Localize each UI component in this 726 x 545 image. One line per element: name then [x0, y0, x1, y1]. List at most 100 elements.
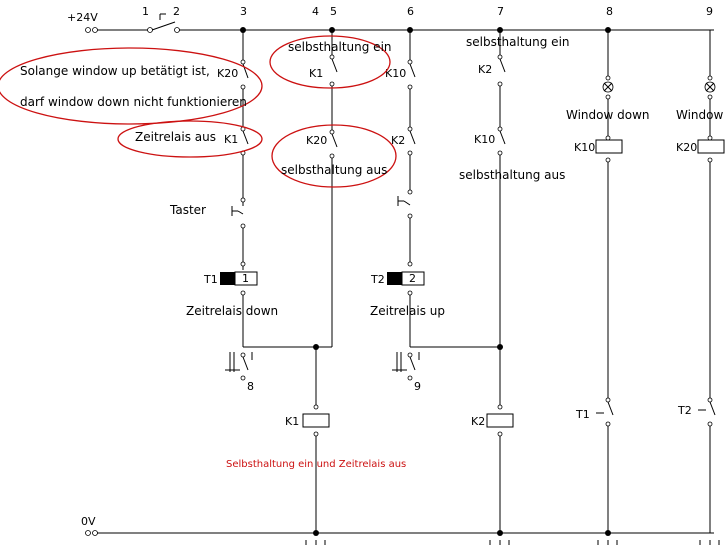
- terminal: [313, 404, 319, 410]
- coil-k1-label: K1: [285, 415, 299, 428]
- contact-k1-col3: [242, 130, 249, 145]
- terminal: [605, 135, 611, 141]
- node: [605, 530, 611, 536]
- pushbutton-col6: [403, 200, 411, 206]
- supply-terminal: [85, 27, 91, 33]
- terminal: [313, 431, 319, 437]
- node: [497, 344, 503, 350]
- note-bottom-red: Selbsthaltung ein und Zeitrelais aus: [226, 459, 406, 470]
- timer-t1-number: 1: [242, 272, 249, 285]
- contact-label-t2: T2: [677, 404, 692, 417]
- column-label-4: 4: [312, 5, 319, 18]
- contact-label-k10-col6: K10: [385, 67, 406, 80]
- contact-label-k2-col6: K2: [391, 134, 405, 147]
- contact-k20-col5: [331, 133, 338, 148]
- contact-t2-col9: [709, 401, 716, 416]
- timer-t2-number: 2: [409, 272, 416, 285]
- terminal: [407, 352, 413, 358]
- timer-t2-caption: Zeitrelais up: [370, 304, 445, 318]
- terminal: [407, 59, 413, 65]
- terminal: [497, 431, 503, 437]
- ground-terminal-2: [92, 530, 98, 536]
- supply-terminal-2: [92, 27, 98, 33]
- coil-k1: [302, 413, 330, 428]
- node: [497, 530, 503, 536]
- taster-contact: [237, 210, 244, 215]
- terminal: [329, 153, 335, 159]
- column-label-1: 1: [142, 5, 149, 18]
- coil-k2-label: K2: [471, 415, 485, 428]
- column-label-3: 3: [240, 5, 247, 18]
- terminal: [707, 157, 713, 163]
- terminal: [497, 54, 503, 60]
- terminal: [605, 421, 611, 427]
- note-solange-line2: darf window down nicht funktionieren: [20, 95, 247, 109]
- contact-label-k1: K1: [224, 133, 238, 146]
- terminal: [240, 352, 246, 358]
- contact-label-k10-col7: K10: [474, 133, 495, 146]
- terminal: [329, 81, 335, 87]
- terminal: [407, 84, 413, 90]
- coil-k20-label: K20: [676, 141, 697, 154]
- contact-k1-col5: [331, 58, 338, 73]
- terminal: [407, 189, 413, 195]
- terminal: [707, 421, 713, 427]
- switch-terminal-2: [174, 27, 180, 33]
- switch-terminal-1: [147, 27, 153, 33]
- terminal: [240, 59, 246, 65]
- timer-t2-body: [387, 272, 402, 285]
- timer-t2-coil: [401, 271, 425, 286]
- contact-label-k20: K20: [217, 67, 238, 80]
- terminal: [707, 397, 713, 403]
- lamp-cross-2: [705, 82, 715, 92]
- terminal: [407, 213, 413, 219]
- contact-t1-col8: [607, 401, 614, 416]
- terminal: [240, 223, 246, 229]
- terminal: [240, 197, 246, 203]
- note-zeitrelais-aus: Zeitrelais aus: [135, 130, 216, 144]
- supply-plus-label: +24V: [67, 11, 98, 24]
- terminal: [407, 290, 413, 296]
- terminal: [240, 84, 246, 90]
- timer-t1-body: [220, 272, 235, 285]
- timer-t1-coil: [234, 271, 258, 286]
- note-selbsthaltung-aus-a: selbsthaltung aus: [281, 163, 387, 177]
- lamp-cross-2: [603, 82, 613, 92]
- terminal: [707, 135, 713, 141]
- contact-label-k20-col5: K20: [306, 134, 327, 147]
- terminal: [407, 261, 413, 267]
- note-selbsthaltung-aus-b: selbsthaltung aus: [459, 168, 565, 182]
- terminal: [240, 375, 246, 381]
- terminal: [407, 375, 413, 381]
- contact-label-k2-col7: K2: [478, 63, 492, 76]
- terminal: [497, 81, 503, 87]
- coil-k10: [595, 139, 623, 154]
- terminal: [497, 126, 503, 132]
- terminal: [605, 157, 611, 163]
- ground-terminal: [85, 530, 91, 536]
- taster-label: Taster: [169, 203, 206, 217]
- terminal: [240, 261, 246, 267]
- timer-t1-label: T1: [203, 273, 218, 286]
- note-solange-line1: Solange window up betätigt ist,: [20, 64, 210, 78]
- terminal: [407, 126, 413, 132]
- contact-k10-col7: [499, 130, 506, 145]
- timed-contact-8: [242, 356, 249, 371]
- contact-label-t1: T1: [575, 408, 590, 421]
- annotation-ellipse-selbsthaltung-aus: [271, 124, 397, 188]
- coil-k10-label: K10: [574, 141, 595, 154]
- terminal: [707, 94, 713, 100]
- terminal: [605, 75, 611, 81]
- note-selbsthaltung-ein-a: selbsthaltung ein: [288, 40, 392, 54]
- terminal: [497, 404, 503, 410]
- supply-ground-label: 0V: [81, 515, 96, 528]
- coil-k2: [486, 413, 514, 428]
- terminal: [707, 75, 713, 81]
- contact-k10-col6: [409, 63, 416, 78]
- column-label-9: 9: [706, 5, 713, 18]
- column-label-7: 7: [497, 5, 504, 18]
- terminal: [605, 94, 611, 100]
- timed-contact-8-number: 8: [247, 380, 254, 393]
